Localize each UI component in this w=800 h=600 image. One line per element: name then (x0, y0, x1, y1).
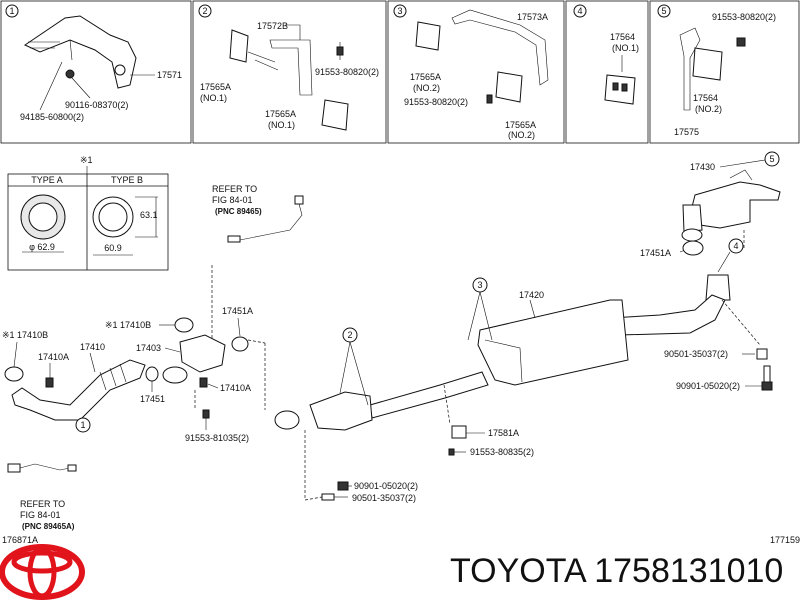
part-callout: 91553-81035(2) (185, 433, 249, 443)
callout-number: 3 (477, 280, 482, 290)
dimension-b-width: 60.9 (104, 243, 122, 253)
dimension-a: φ 62.9 (29, 242, 55, 252)
part-callout: ※1 17410B (2, 330, 48, 340)
part-label: 17565A (505, 120, 536, 130)
inset-number-badge (5, 4, 19, 18)
part-label: (NO.2) (508, 130, 535, 140)
inset-number: 4 (577, 6, 582, 16)
inset-5: 5 91553-80820(2) 17564 (NO.2) 17575 (657, 4, 776, 137)
rubber-hanger (229, 29, 249, 63)
callout-number: 2 (347, 330, 352, 340)
tail-pipe-17430 (689, 181, 781, 229)
part-callout: 17420 (519, 290, 544, 300)
part-label: (NO.1) (612, 43, 639, 53)
part-callout: 90901-05020(2) (676, 381, 740, 391)
part-callout: 17403 (136, 343, 161, 353)
part-callout: 17451A (222, 306, 253, 316)
refer-note: REFER TO (20, 499, 65, 509)
refer-note: (PNC 89465A) (22, 522, 75, 531)
dimension-b-height: 63.1 (140, 210, 158, 220)
part-label: 91553-80820(2) (315, 67, 379, 77)
part-label: (NO.2) (695, 104, 722, 114)
inset-number: 3 (397, 6, 402, 16)
inset-1: 1 17571 90116-08370(2) 94185-60800(2) (5, 4, 182, 122)
type-b-header: TYPE B (111, 175, 143, 185)
callout-number: 4 (733, 241, 738, 251)
callout-number: 1 (80, 420, 85, 430)
type-a-header: TYPE A (31, 175, 63, 185)
part-label: 90116-08370(2) (65, 100, 128, 110)
part-label: 17571 (157, 70, 182, 80)
part-label: (NO.1) (200, 93, 227, 103)
oxygen-sensor-wire-lower (19, 463, 71, 471)
rubber-hanger (415, 21, 441, 51)
refer-note: FIG 84-01 (212, 195, 253, 205)
part-callout: 17451A (640, 248, 671, 258)
part-callout: 17430 (690, 162, 715, 172)
part-callout: 91553-80835(2) (470, 447, 534, 457)
refer-note: (PNC 89465) (215, 207, 262, 216)
part-label: 17572B (257, 21, 288, 31)
part-label: 17564 (610, 32, 635, 42)
inset-number: 2 (202, 6, 207, 16)
part-callout: 17451 (140, 394, 165, 404)
part-callout: 17410 (80, 342, 105, 352)
marker-note: ※1 (80, 155, 93, 165)
rubber-hanger-17564 (604, 74, 636, 105)
inset-4: 4 17564 (NO.1) (573, 4, 639, 105)
part-number-title: TOYOTA 1758131010 (450, 552, 784, 590)
rubber-hanger (321, 99, 349, 131)
part-callout: 90901-05020(2) (354, 481, 418, 491)
flange-17403 (179, 334, 226, 373)
part-callout: 17410A (38, 352, 69, 362)
illustration-code-left: 176871A (2, 535, 38, 545)
part-callout: ※1 17410B (105, 320, 151, 330)
rubber-hanger-17564 (692, 47, 723, 81)
part-callout: 90501-35037(2) (352, 493, 416, 503)
gasket-type-table: ※1 TYPE A TYPE B φ 62.9 63.1 60.9 (7, 155, 169, 271)
hanger-17581a (451, 425, 467, 439)
part-callout: 17581A (488, 428, 519, 438)
part-label: 17573A (517, 12, 548, 22)
part-label: 17575 (674, 127, 699, 137)
part-label: 17565A (265, 109, 296, 119)
inset-number: 1 (9, 6, 14, 16)
part-label: 91553-80820(2) (404, 97, 468, 107)
part-label: (NO.1) (268, 120, 295, 130)
refer-note: FIG 84-01 (20, 510, 61, 520)
part-label: 17564 (693, 93, 718, 103)
rubber-hanger (495, 71, 523, 103)
exhaust-main: REFER TO FIG 84-01 (PNC 89465) 17430 5 1… (2, 151, 781, 531)
refer-note: REFER TO (212, 184, 257, 194)
inset-3: 3 17573A 17565A (NO.2) 91553-80820(2) 17… (393, 4, 549, 140)
oxygen-sensor (227, 235, 241, 243)
part-label: 17565A (200, 82, 231, 92)
inset-number: 5 (661, 6, 666, 16)
part-label: 17565A (410, 72, 441, 82)
callout-number: 5 (769, 154, 774, 164)
hanger-bracket-17571 (23, 15, 137, 89)
catalytic-converter (309, 391, 373, 431)
oxygen-sensor-wire (239, 199, 303, 241)
illustration-code-right: 177159 (770, 535, 800, 545)
part-callout: 17410A (220, 383, 251, 393)
toyota-logo-icon (0, 544, 85, 600)
part-label: (NO.2) (413, 83, 440, 93)
part-label: 91553-80820(2) (712, 12, 776, 22)
front-exhaust-pipe-17410 (11, 359, 146, 421)
inset-row (0, 0, 800, 144)
part-label: 94185-60800(2) (20, 112, 84, 122)
inset-2: 2 17572B 17565A (NO.1) 91553-80820(2) 17… (198, 4, 379, 131)
center-muffler-17420 (477, 299, 629, 386)
part-callout: 90501-35037(2) (664, 349, 728, 359)
